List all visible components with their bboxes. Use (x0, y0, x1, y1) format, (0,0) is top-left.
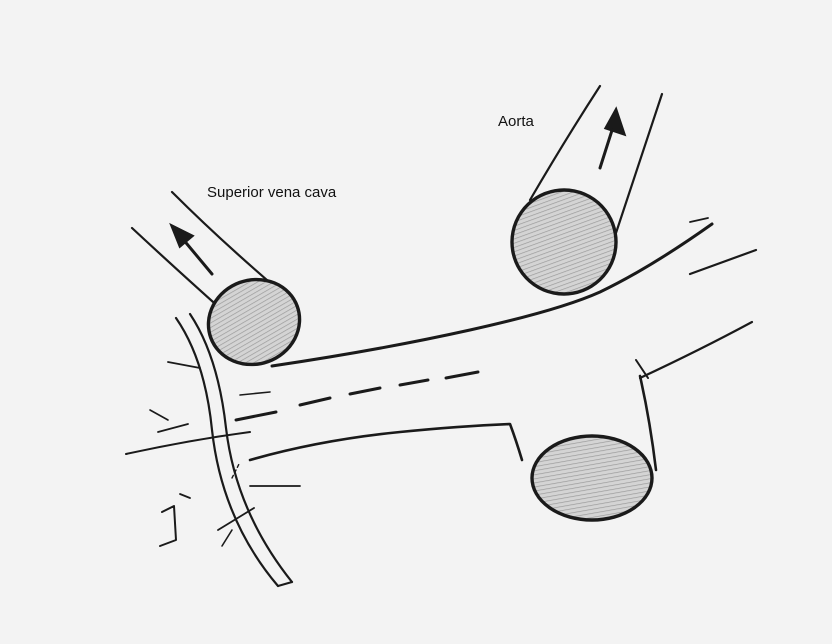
dashed-line-1 (236, 372, 478, 420)
nerve-end (278, 582, 292, 586)
aorta-arrowhead-icon (606, 110, 624, 134)
svc-arrow-shaft (182, 238, 212, 274)
fibre-4 (222, 530, 232, 546)
pa-upper-wall (272, 224, 712, 366)
aorta-label: Aorta (498, 113, 534, 130)
aorta-left-wall (530, 86, 600, 200)
right-branch-tick (636, 360, 648, 378)
fibre-2 (180, 494, 190, 498)
aorta-right-wall (613, 94, 662, 242)
right-branch-upper (690, 250, 756, 274)
right-branch-lower (640, 322, 752, 378)
left-line-5 (168, 362, 200, 368)
superior-vena-cava-label: Superior vena cava (207, 184, 336, 201)
pa-lower-wall (250, 424, 522, 460)
svc-upper-wall (172, 192, 282, 293)
fibre-1 (160, 506, 176, 546)
left-line-3 (150, 410, 168, 420)
svc-cross-section (196, 267, 311, 377)
left-line-1 (126, 432, 250, 454)
svc-arrowhead-icon (172, 226, 192, 246)
left-line-2 (158, 424, 188, 432)
fibre-3 (218, 508, 254, 530)
aorta-cross-section (504, 182, 624, 302)
left-line-4 (240, 392, 270, 395)
rpa-cross-section (532, 436, 652, 520)
pa-upper-stub (690, 218, 708, 222)
